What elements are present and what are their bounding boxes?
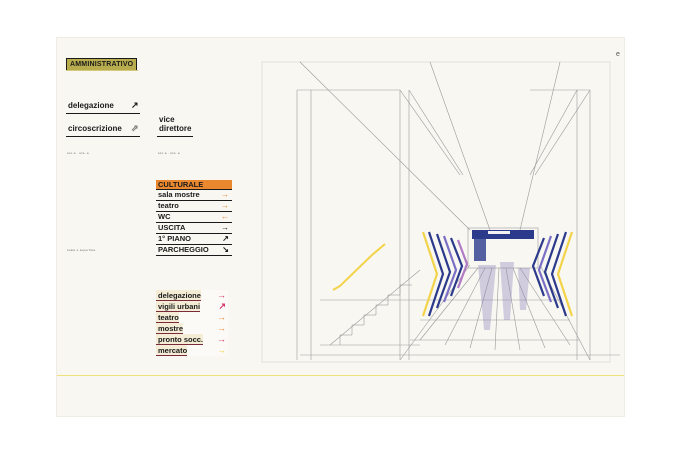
corridor-perspective-drawing xyxy=(261,61,620,363)
services-row-label: vigili urbani xyxy=(156,301,201,312)
services-row-label: mostre xyxy=(156,323,184,334)
sign-direttore: direttore xyxy=(159,124,192,133)
tiny-note: sco a · scs. a xyxy=(158,151,180,155)
services-row-label: mercato xyxy=(156,345,188,356)
services-row-label: delegazione xyxy=(156,290,201,301)
culturale-row: sala mostre → xyxy=(156,190,232,201)
sign-delegazione-label: delegazione xyxy=(68,101,114,110)
sign-rule xyxy=(157,136,193,137)
arrow-right-icon: → xyxy=(217,334,226,344)
corridor-sign-band xyxy=(472,230,534,239)
culturale-row: WC ← xyxy=(156,212,232,223)
services-row: vigili urbani ↗ xyxy=(156,301,228,312)
arrow-right-icon: → xyxy=(217,323,226,333)
arrow-right-icon: → xyxy=(221,223,229,232)
arrow-right-icon: → xyxy=(221,190,229,199)
admin-tag-underline xyxy=(66,70,138,71)
services-row-label: teatro xyxy=(156,312,179,323)
services-sign-panel: delegazione → vigili urbani ↗ teatro → m… xyxy=(156,290,228,356)
culturale-row-label: teatro xyxy=(158,201,179,210)
culturale-row-label: USCITA xyxy=(158,223,186,232)
culturale-row: teatro → xyxy=(156,201,232,212)
arrow-right-icon: → xyxy=(217,345,226,355)
culturale-row: USCITA → xyxy=(156,223,232,234)
sign-circoscrizione-label: circoscrizione xyxy=(68,124,122,133)
page-mark: e xyxy=(616,51,620,58)
arrow-ne-outline-icon: ⇗ xyxy=(131,123,139,133)
handrail xyxy=(332,243,386,291)
tiny-note: scale e superficie xyxy=(67,248,96,252)
arrow-right-icon: → xyxy=(221,201,229,210)
sign-vice: vice xyxy=(159,115,175,124)
services-row-label: pronto socc. xyxy=(156,334,204,345)
services-row: mostre → xyxy=(156,323,228,334)
tiny-note: sco a · scs. a xyxy=(67,151,89,155)
corridor-sign-label xyxy=(488,231,510,234)
services-row: delegazione → xyxy=(156,290,228,301)
services-row: teatro → xyxy=(156,312,228,323)
drawing-sheet xyxy=(57,38,624,416)
baseline-rule xyxy=(57,375,624,376)
arrow-left-icon: ← xyxy=(221,212,229,221)
culturale-row-label: 1° PIANO xyxy=(158,234,192,243)
services-row: mercato → xyxy=(156,345,228,356)
right-chevrons xyxy=(531,231,574,317)
sign-rule xyxy=(66,113,140,114)
culturale-row-label: PARCHEGGIO xyxy=(158,245,209,254)
culturale-header: CULTURALE xyxy=(156,180,232,190)
left-chevrons xyxy=(421,231,469,317)
corridor-sign-panel xyxy=(474,239,486,261)
sign-delegazione: delegazione xyxy=(68,101,114,111)
arrow-ne-icon: ↗ xyxy=(131,100,139,110)
culturale-sign-panel: CULTURALE sala mostre → teatro → WC ← US… xyxy=(156,180,232,256)
culturale-row-label: WC xyxy=(158,212,171,221)
construction-lines xyxy=(261,61,620,363)
pedestrian-silhouettes xyxy=(478,262,530,330)
services-row: pronto socc. → xyxy=(156,334,228,345)
arrow-right-icon: → xyxy=(217,312,226,322)
sign-rule xyxy=(66,136,140,137)
arrow-right-icon: → xyxy=(217,290,226,300)
arrow-ne-icon: ↗ xyxy=(218,301,226,311)
culturale-row-label: sala mostre xyxy=(158,190,200,199)
sign-circoscrizione: circoscrizione xyxy=(68,124,122,134)
culturale-row: PARCHEGGIO ↘ xyxy=(156,245,232,256)
arrow-ne-icon: ↗ xyxy=(222,234,229,243)
arrow-se-icon: ↘ xyxy=(222,245,229,254)
culturale-row: 1° PIANO ↗ xyxy=(156,234,232,245)
